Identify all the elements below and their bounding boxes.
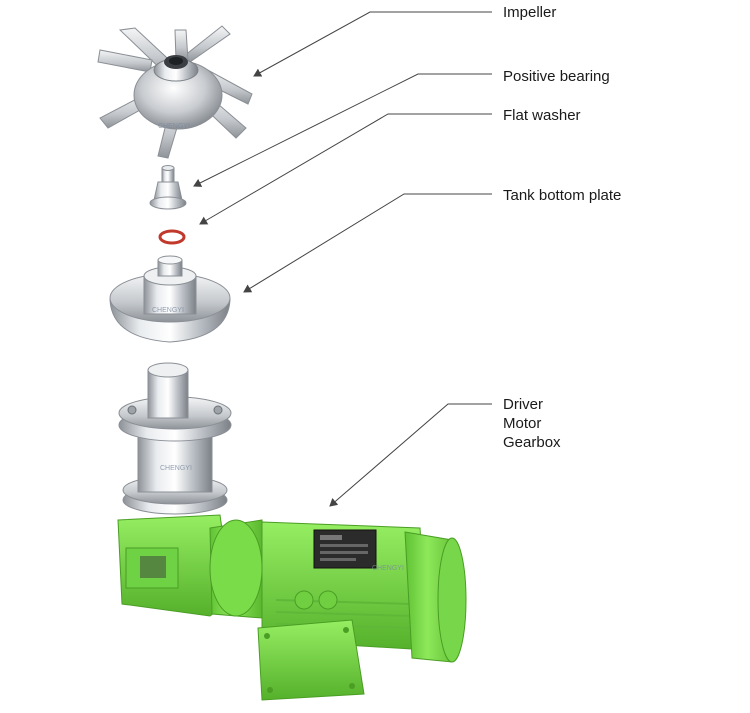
- label-gearbox: Gearbox: [503, 434, 561, 451]
- positive-bearing-part: [149, 165, 187, 210]
- watermark-plate: CHENGYI: [152, 307, 184, 314]
- watermark-motor: CHENGYI: [372, 565, 404, 572]
- leader-flat-washer: [199, 113, 492, 225]
- label-impeller: Impeller: [503, 4, 557, 21]
- label-motor: Motor: [503, 415, 542, 432]
- gearbox-part: [117, 362, 233, 617]
- tank-bottom-plate-part: [109, 255, 231, 343]
- leader-impeller: [253, 11, 492, 77]
- label-driver: Driver: [503, 396, 543, 413]
- leader-tank-bottom-plate: [243, 193, 492, 293]
- motor-part: [209, 519, 467, 701]
- label-positive-bearing: Positive bearing: [503, 68, 610, 85]
- watermark-impeller: CHENGYI: [158, 123, 190, 130]
- leader-positive-bearing: [193, 73, 492, 187]
- label-flat-washer: Flat washer: [503, 107, 581, 124]
- label-tank-bottom-plate: Tank bottom plate: [503, 187, 622, 204]
- leader-driver: [329, 403, 492, 507]
- flat-washer-part: [158, 229, 186, 245]
- watermark-gearbox: CHENGYI: [160, 465, 192, 472]
- leader-lines: [193, 11, 492, 507]
- impeller-part: [97, 25, 253, 159]
